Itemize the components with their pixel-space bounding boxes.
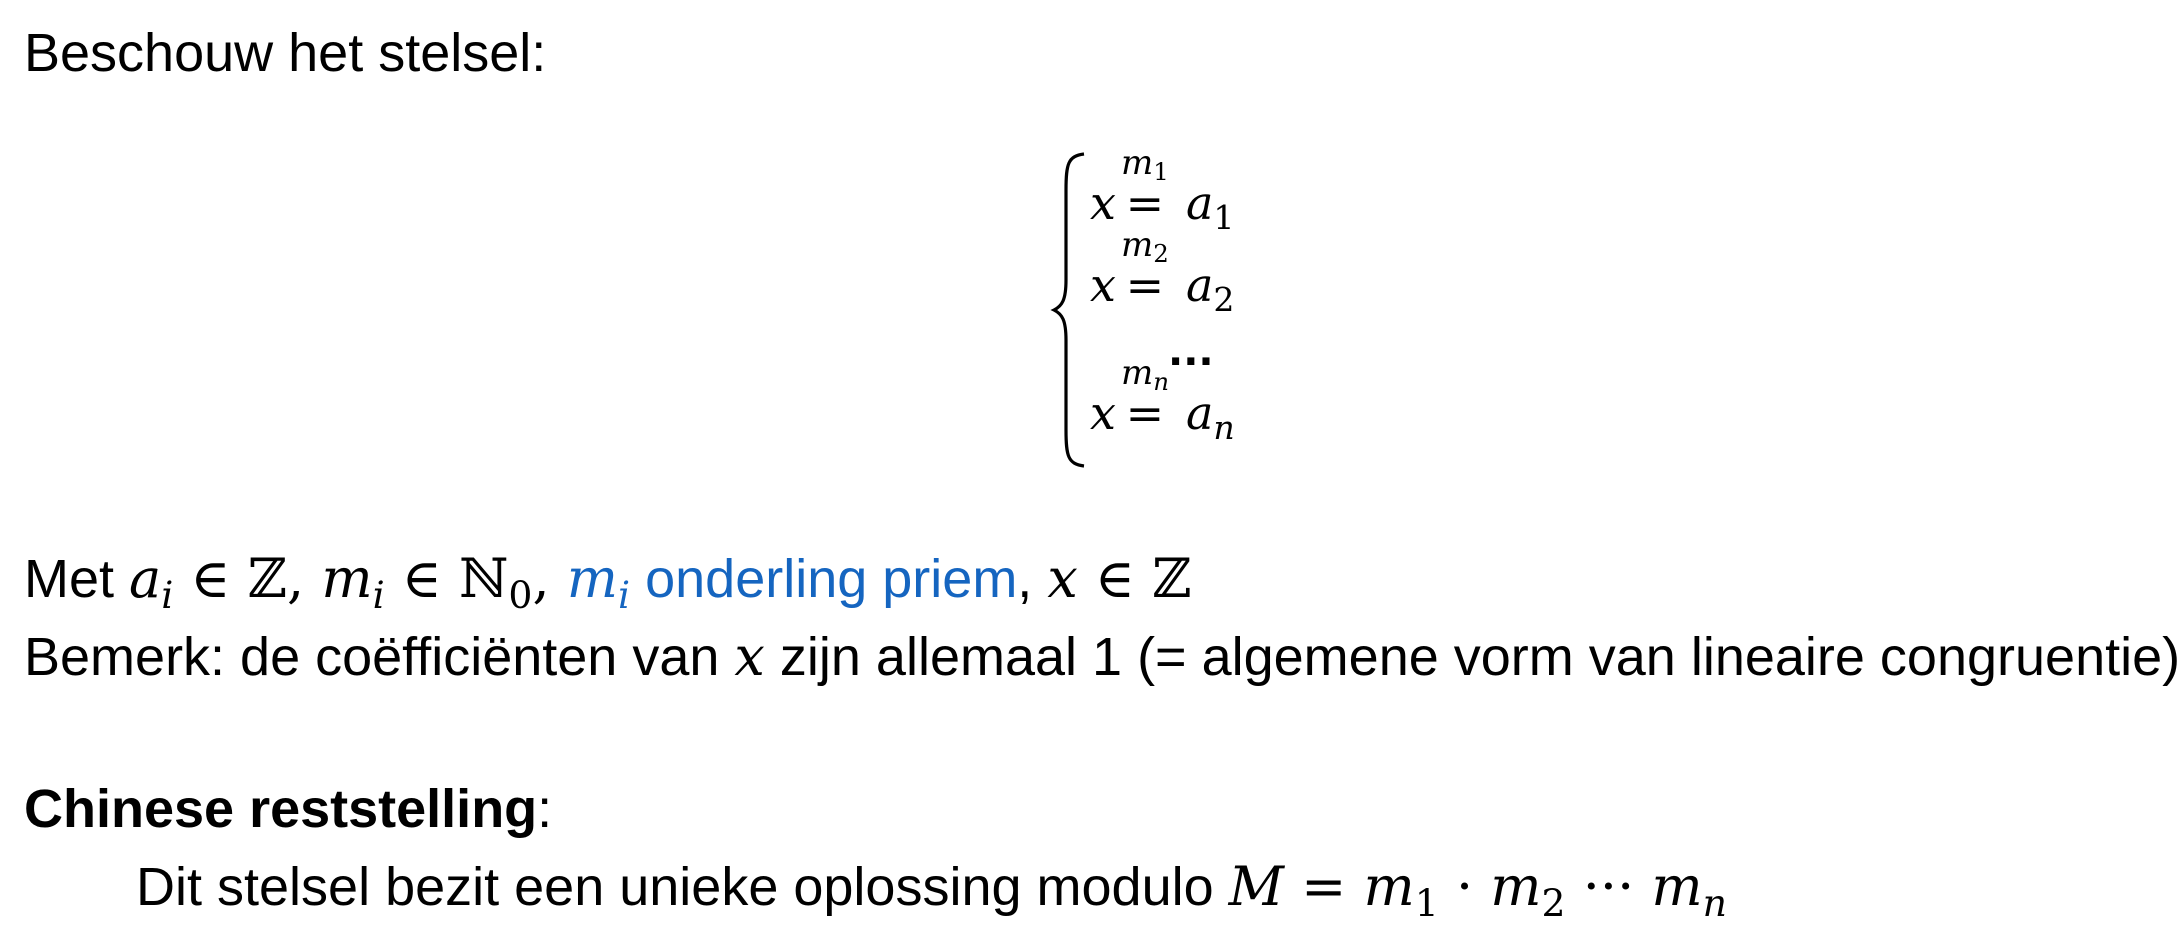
- in-naturals: ∈ ℕ0: [384, 547, 533, 617]
- modulus-M: M: [1228, 855, 1284, 918]
- row-3-modulus: mn: [1120, 353, 1169, 397]
- row-2-modulus: m2: [1121, 225, 1169, 269]
- product-mn: mn: [1651, 855, 1727, 925]
- row-1-rhs: a1: [1185, 176, 1235, 237]
- theorem-heading: Chinese reststelling:: [24, 779, 553, 839]
- product-m1: m1: [1363, 855, 1439, 925]
- row-3-relation: mn=: [1120, 353, 1169, 440]
- row-1-modulus: m1: [1121, 143, 1169, 187]
- remark-line: Bemerk: de coëfficiënten van x zijn alle…: [24, 625, 2180, 688]
- row-3-rhs: an: [1185, 386, 1235, 447]
- row-1-variable: x: [1090, 176, 1116, 230]
- in-integers-1: ∈ ℤ,: [173, 547, 322, 610]
- theorem-statement: Dit stelsel bezit een unieke oplossing m…: [136, 855, 1727, 925]
- x-symbol: x: [1047, 547, 1078, 610]
- in-integers-2: ∈ ℤ: [1077, 547, 1192, 610]
- coprime-text: onderling priem: [630, 549, 1018, 609]
- left-brace-icon: [1050, 152, 1085, 468]
- row-1-relation: m1=: [1121, 143, 1169, 230]
- a-i-symbol: ai: [129, 547, 174, 617]
- row-2-relation: m2=: [1121, 225, 1169, 312]
- product-m2: m2: [1490, 855, 1566, 925]
- conditions-line: Met ai ∈ ℤ, mi ∈ ℕ0, mi onderling priem,…: [24, 547, 1192, 617]
- m-i-symbol: mi: [321, 547, 385, 617]
- remark-x-symbol: x: [734, 625, 765, 688]
- row-2-variable: x: [1090, 258, 1116, 312]
- conditions-prefix: Met: [24, 549, 130, 609]
- theorem-title: Chinese reststelling: [24, 779, 538, 839]
- ellipsis: ...: [1168, 329, 1214, 375]
- m-i-coprime-symbol: mi: [566, 547, 631, 617]
- row-2-rhs: a2: [1185, 258, 1235, 319]
- intro-text: Beschouw het stelsel:: [24, 23, 547, 83]
- row-3-variable: x: [1090, 386, 1116, 440]
